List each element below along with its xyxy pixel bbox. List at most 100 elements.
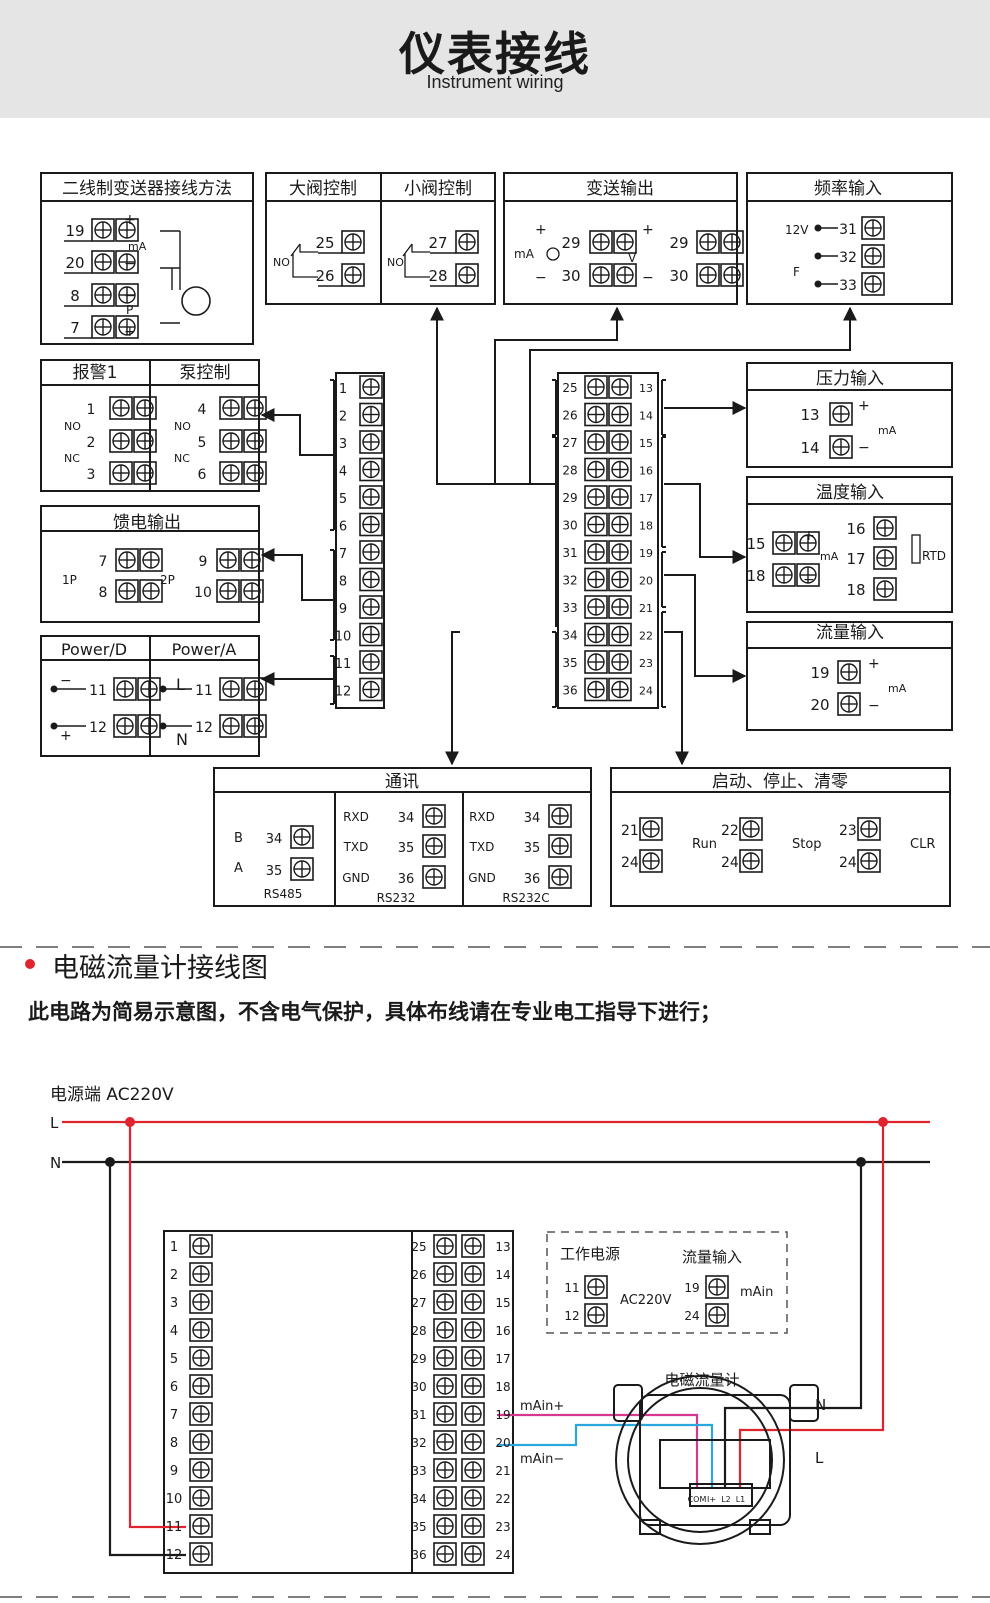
terminal-4 (189, 1318, 213, 1342)
terminal-11 (219, 677, 243, 701)
meter-left-term-9: 9 (339, 602, 347, 617)
terminal-35-b (608, 650, 632, 674)
ma-label: mA (878, 424, 897, 437)
minus-sign: − (535, 270, 547, 286)
terminal-30 (433, 1374, 457, 1398)
terminal-12-b (243, 714, 267, 738)
power-a-term-11: 11 (195, 683, 213, 699)
trans-term-30: 30 (669, 267, 688, 285)
meter-right-a-33: 33 (562, 601, 577, 615)
terminal-28-b (461, 1318, 485, 1342)
n-label: N (815, 1396, 826, 1414)
terminal-1 (189, 1234, 213, 1258)
terminal-34-b (608, 622, 632, 647)
meter-left-term-2: 2 (339, 410, 347, 425)
rtd-resistor (911, 534, 921, 564)
terminal-1 (109, 396, 133, 420)
em-left-term-6: 6 (170, 1380, 178, 1395)
temp-title: 温度输入 (816, 483, 884, 503)
flowmeter-title: 电磁流量计 (664, 1371, 739, 1389)
em-right-a-25: 25 (411, 1240, 426, 1254)
em-right-a-27: 27 (411, 1296, 426, 1310)
feed-term-8: 8 (99, 585, 108, 601)
rs232-term-34: 34 (524, 811, 541, 826)
n-label: N (50, 1154, 61, 1172)
terminal-10 (216, 579, 240, 603)
meter-left-term-6: 6 (339, 520, 347, 535)
em-left-term-8: 8 (170, 1436, 178, 1451)
meter-right-a-32: 32 (562, 574, 577, 588)
terminal-20-b (115, 250, 139, 274)
main-minus-label: mAin− (520, 1452, 564, 1467)
feed-term-10: 10 (194, 585, 212, 601)
meter-terminal-I+: I+ (707, 1495, 716, 1504)
terminal-25 (341, 230, 365, 254)
em-right-b-21: 21 (495, 1464, 510, 1478)
terminal-7-b (115, 315, 139, 339)
comm-signal: TXD (469, 840, 495, 854)
terminal-17 (873, 546, 897, 570)
terminal-7 (91, 315, 115, 339)
terminal-7-b (139, 548, 163, 572)
terminal-10 (189, 1486, 213, 1510)
terminal-35 (584, 650, 608, 674)
em-right-a-33: 33 (411, 1464, 426, 1478)
nc-label: NC (64, 452, 80, 465)
minus-sign: − (124, 256, 136, 272)
terminal-29 (584, 485, 608, 509)
legend-term-19: 19 (684, 1281, 699, 1295)
rs232-term-35: 35 (398, 841, 415, 856)
temp-term-16: 16 (846, 520, 865, 538)
terminal-9 (359, 595, 383, 619)
terminal-30 (584, 512, 608, 537)
em-right-b-17: 17 (495, 1352, 510, 1366)
terminal-5 (359, 485, 383, 509)
terminal-33-b (608, 595, 632, 619)
em-right-b-19: 19 (495, 1408, 510, 1422)
meter-right-b-16: 16 (639, 465, 653, 478)
rs232-term-35: 35 (524, 841, 541, 856)
em-left-term-3: 3 (170, 1296, 178, 1311)
terminal-30-v (696, 263, 720, 287)
temp-term-18: 18 (746, 567, 765, 585)
terminal-32 (584, 567, 608, 592)
terminal-5 (189, 1346, 213, 1370)
big-valve-term-25: 25 (315, 234, 334, 252)
main-label: mAin (740, 1285, 773, 1300)
terminal-20 (91, 250, 115, 274)
terminal-9 (216, 548, 240, 572)
meter-right-b-13: 13 (639, 382, 653, 395)
terminal-27 (455, 230, 479, 254)
freq-term-33: 33 (839, 278, 857, 294)
l-label: L (50, 1114, 59, 1132)
terminal-35 (422, 834, 446, 858)
ssc-tag-Run: Run (692, 837, 717, 852)
terminal-31-b (461, 1402, 485, 1426)
12v-label: 12V (785, 223, 809, 237)
plus-sign: + (535, 222, 547, 238)
minus-sign: − (803, 572, 815, 588)
em-right-a-29: 29 (411, 1352, 426, 1366)
rs232c-label: RS232C (502, 891, 549, 905)
main-plus-label: mAin+ (520, 1399, 564, 1414)
meter-left-term-8: 8 (339, 575, 347, 590)
big-valve-title: 大阀控制 (289, 179, 357, 199)
terminal-18 (772, 563, 796, 587)
terminal-29 (589, 230, 613, 254)
terminal-20 (837, 692, 861, 716)
plus-sign: + (124, 212, 136, 228)
terminal-7 (115, 548, 139, 572)
terminal-28 (433, 1318, 457, 1342)
meter-terminal-L1: L1 (736, 1495, 746, 1504)
minus-sign: − (124, 288, 136, 304)
em-right-b-24: 24 (495, 1548, 510, 1562)
meter-left-term-7: 7 (339, 547, 347, 562)
terminal-29 (433, 1346, 457, 1370)
em-right-a-35: 35 (411, 1520, 426, 1534)
legend-term-12: 12 (564, 1309, 579, 1323)
terminal-11 (359, 650, 383, 674)
p-label: P (126, 303, 133, 317)
alarm-title: 报警1 (73, 363, 118, 383)
two-wire-term-20: 20 (65, 254, 84, 272)
